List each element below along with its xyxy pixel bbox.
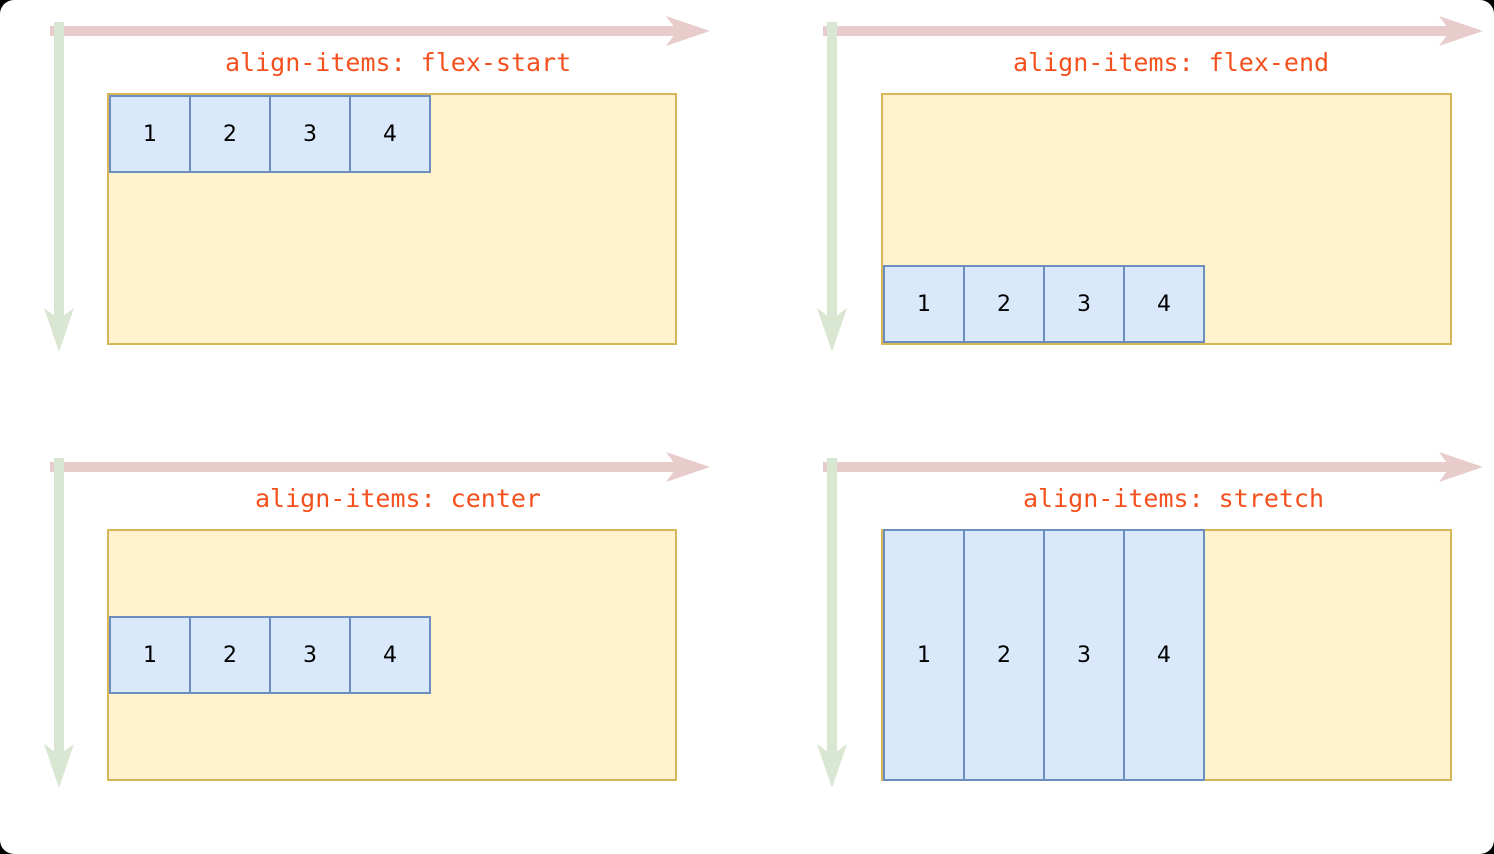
flex-item-stretch-3: 3 — [1043, 529, 1125, 781]
flex-item-label: 4 — [383, 121, 397, 147]
flex-item-center-2: 2 — [189, 616, 271, 694]
flex-item-label: 3 — [1077, 291, 1091, 317]
flex-item-label: 3 — [1077, 642, 1091, 668]
flex-item-flex-end-4: 4 — [1123, 265, 1205, 343]
flex-item-center-1: 1 — [109, 616, 191, 694]
flex-item-label: 4 — [1157, 291, 1171, 317]
flex-container-flex-end: 1 2 3 4 — [881, 93, 1452, 345]
flex-item-flex-end-2: 2 — [963, 265, 1045, 343]
flex-container-flex-start: 1 2 3 4 — [107, 93, 677, 345]
flex-item-flex-end-1: 1 — [883, 265, 965, 343]
flex-container-center: 1 2 3 4 — [107, 529, 677, 781]
flex-item-label: 2 — [223, 642, 237, 668]
flex-item-stretch-1: 1 — [883, 529, 965, 781]
quadrant-title-flex-start: align-items: flex-start — [225, 48, 572, 77]
flex-item-label: 1 — [917, 642, 931, 668]
flex-item-label: 3 — [303, 642, 317, 668]
flex-item-flex-end-3: 3 — [1043, 265, 1125, 343]
flex-item-flex-start-1: 1 — [109, 95, 191, 173]
cross-axis-arrow-flex-end — [815, 22, 849, 352]
main-axis-arrow-flex-end — [823, 14, 1483, 48]
flex-item-label: 2 — [997, 291, 1011, 317]
cross-axis-arrow-center — [42, 458, 76, 788]
flex-item-label: 4 — [1157, 642, 1171, 668]
flex-item-label: 2 — [997, 642, 1011, 668]
quadrant-title-center: align-items: center — [255, 484, 541, 513]
flex-item-stretch-2: 2 — [963, 529, 1045, 781]
flex-item-label: 1 — [143, 642, 157, 668]
flex-item-flex-start-2: 2 — [189, 95, 271, 173]
flex-item-flex-start-3: 3 — [269, 95, 351, 173]
flex-item-stretch-4: 4 — [1123, 529, 1205, 781]
flex-item-label: 3 — [303, 121, 317, 147]
flex-container-stretch: 1 2 3 4 — [881, 529, 1452, 781]
flex-item-center-3: 3 — [269, 616, 351, 694]
flex-item-label: 4 — [383, 642, 397, 668]
flex-item-center-4: 4 — [349, 616, 431, 694]
quadrant-title-stretch: align-items: stretch — [1023, 484, 1325, 513]
cross-axis-arrow-stretch — [815, 458, 849, 788]
cross-axis-arrow-flex-start — [42, 22, 76, 352]
flex-item-label: 1 — [143, 121, 157, 147]
flex-item-label: 2 — [223, 121, 237, 147]
main-axis-arrow-stretch — [823, 450, 1483, 484]
flex-item-label: 1 — [917, 291, 931, 317]
quadrant-title-flex-end: align-items: flex-end — [1013, 48, 1330, 77]
main-axis-arrow-center — [50, 450, 710, 484]
flex-item-flex-start-4: 4 — [349, 95, 431, 173]
main-axis-arrow-flex-start — [50, 14, 710, 48]
